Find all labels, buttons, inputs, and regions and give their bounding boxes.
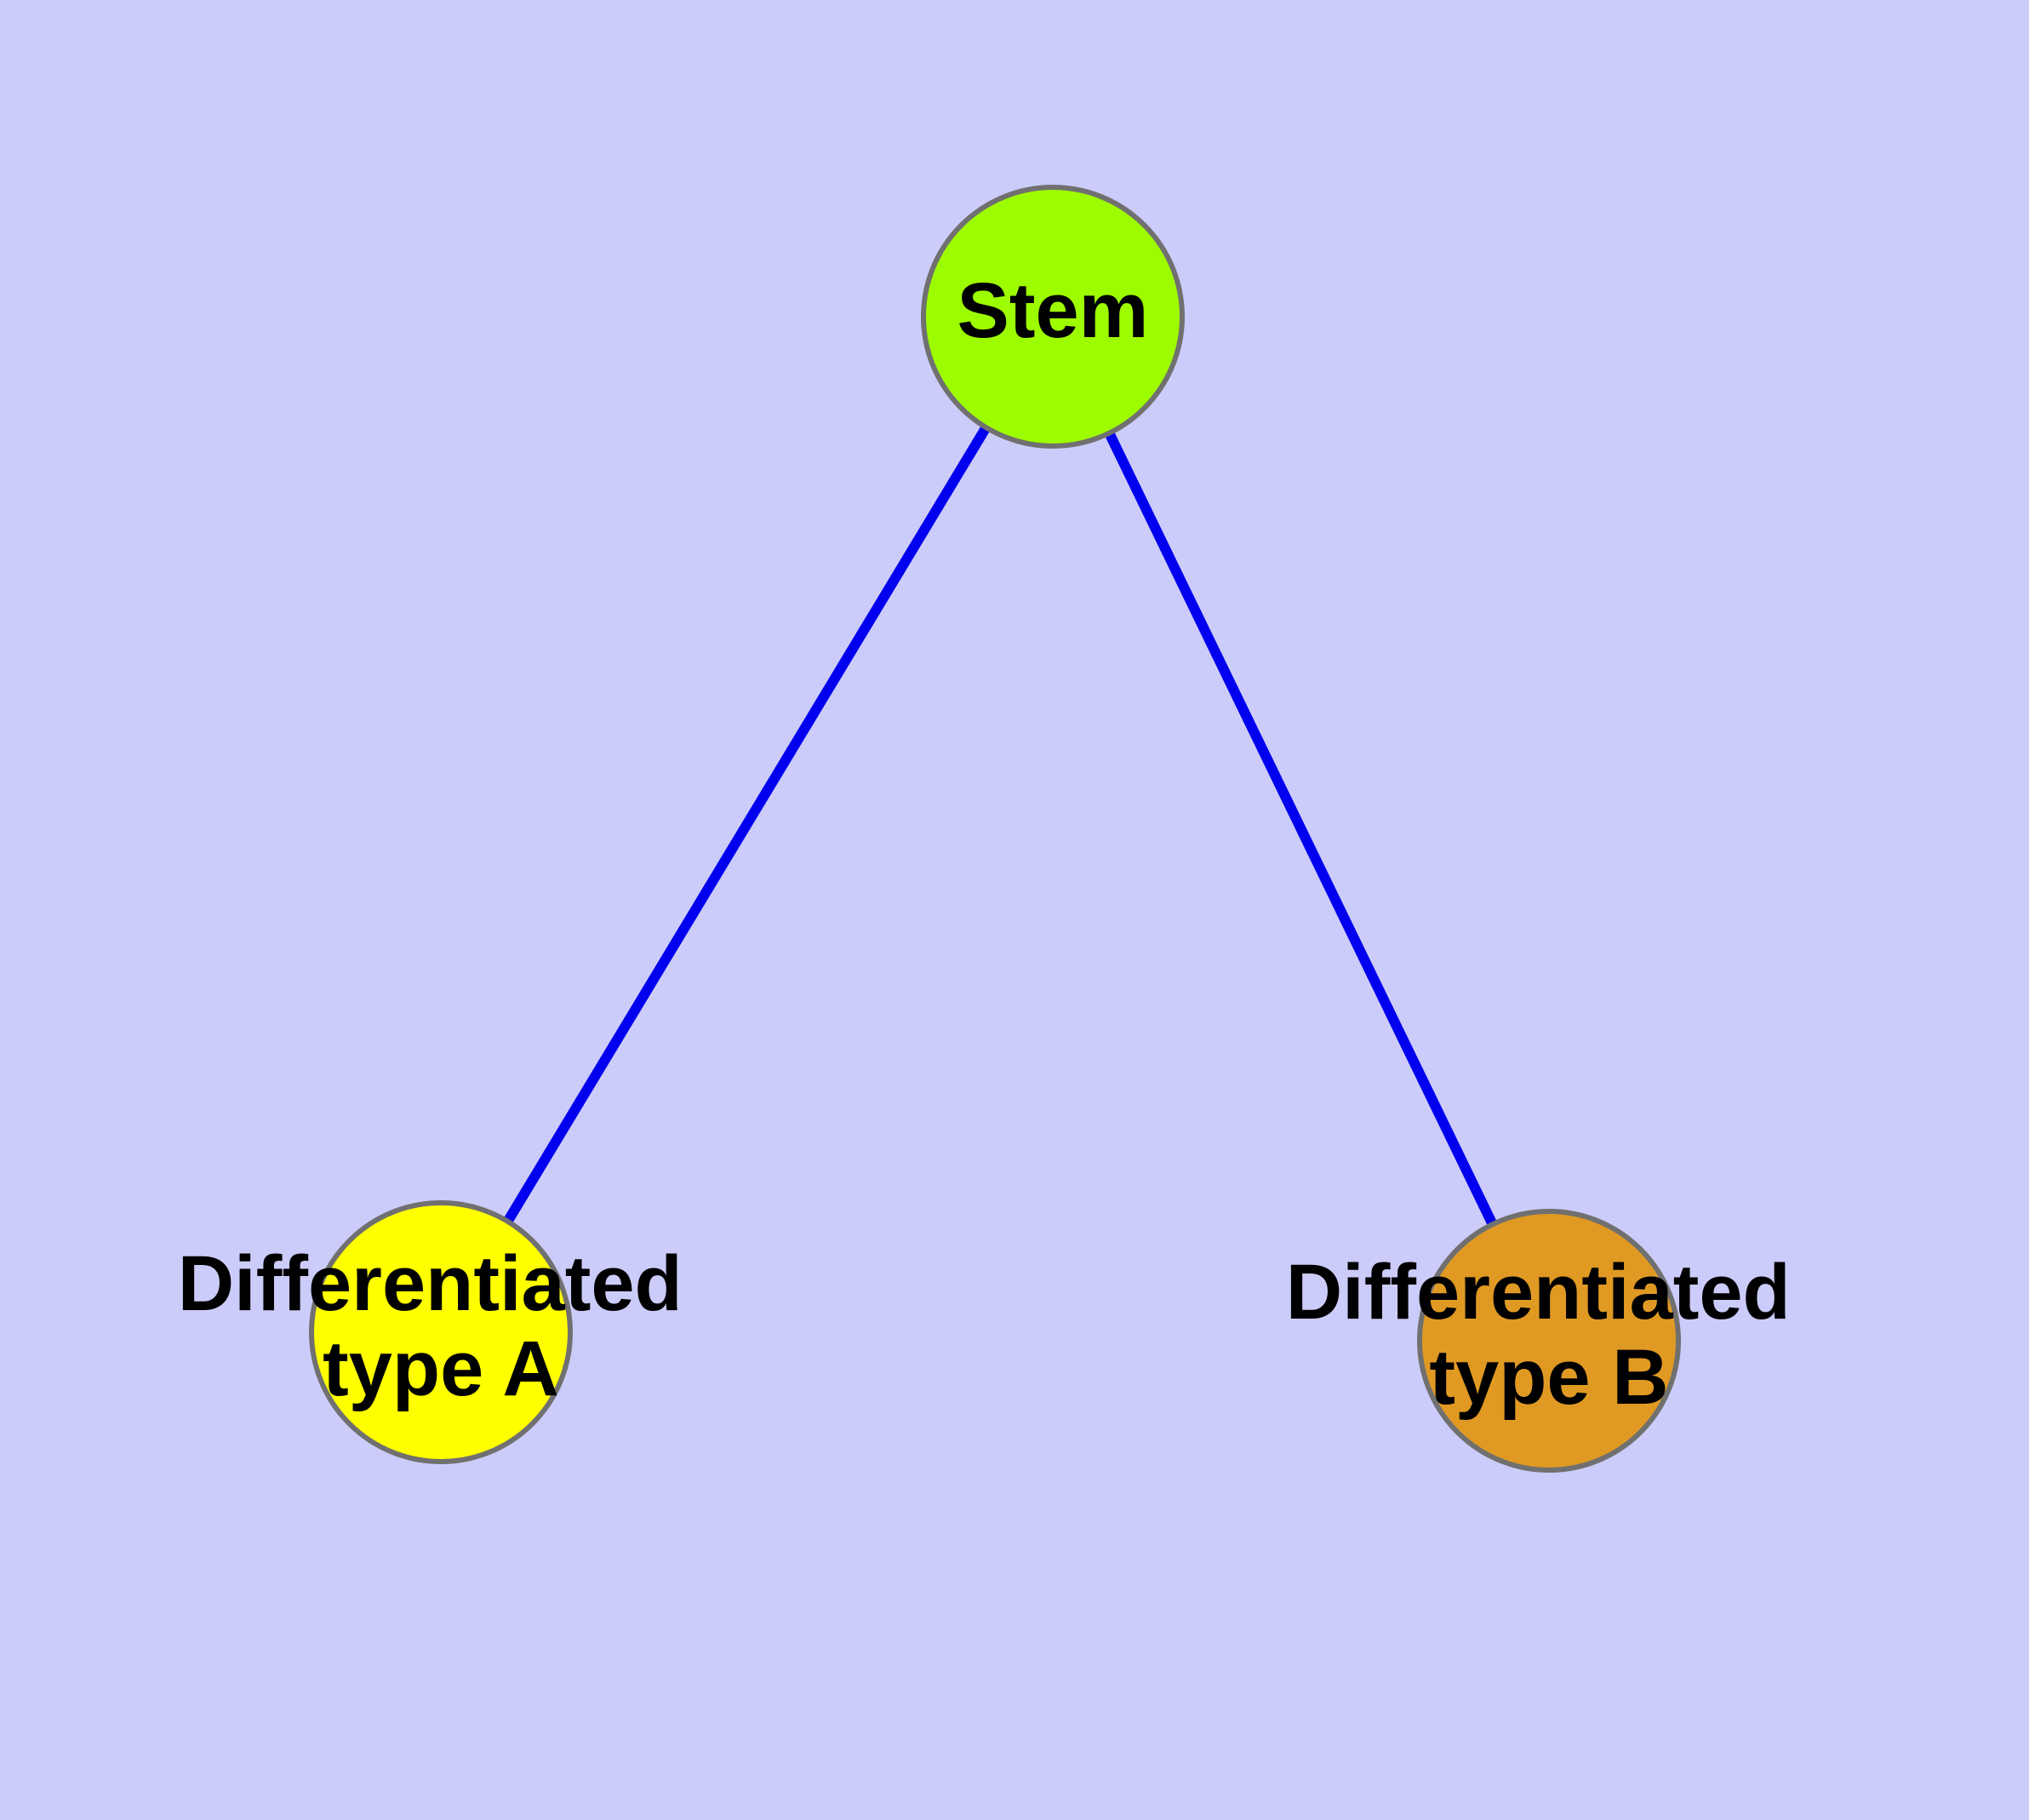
node-differentiated-type-a-label: Differentiated type A (178, 1240, 705, 1412)
node-differentiated-type-b-label: Differentiated type B (1286, 1249, 1813, 1421)
node-stem-label: Stem (957, 267, 1149, 354)
edge-stem-to-differentiated-type-a[interactable] (436, 313, 1058, 1336)
nodes-layer: Stem Differentiated type A Differentiate… (178, 185, 1813, 1473)
edges-layer (436, 313, 1554, 1343)
node-differentiated-type-a-circle[interactable] (309, 1200, 573, 1464)
node-stem[interactable]: Stem (921, 185, 1185, 449)
node-differentiated-type-a[interactable]: Differentiated type A (178, 1200, 705, 1464)
node-stem-circle[interactable] (921, 185, 1185, 449)
node-differentiated-type-b[interactable]: Differentiated type B (1286, 1209, 1813, 1473)
node-differentiated-type-b-circle[interactable] (1417, 1209, 1681, 1473)
edge-stem-to-differentiated-type-b[interactable] (1048, 314, 1554, 1343)
